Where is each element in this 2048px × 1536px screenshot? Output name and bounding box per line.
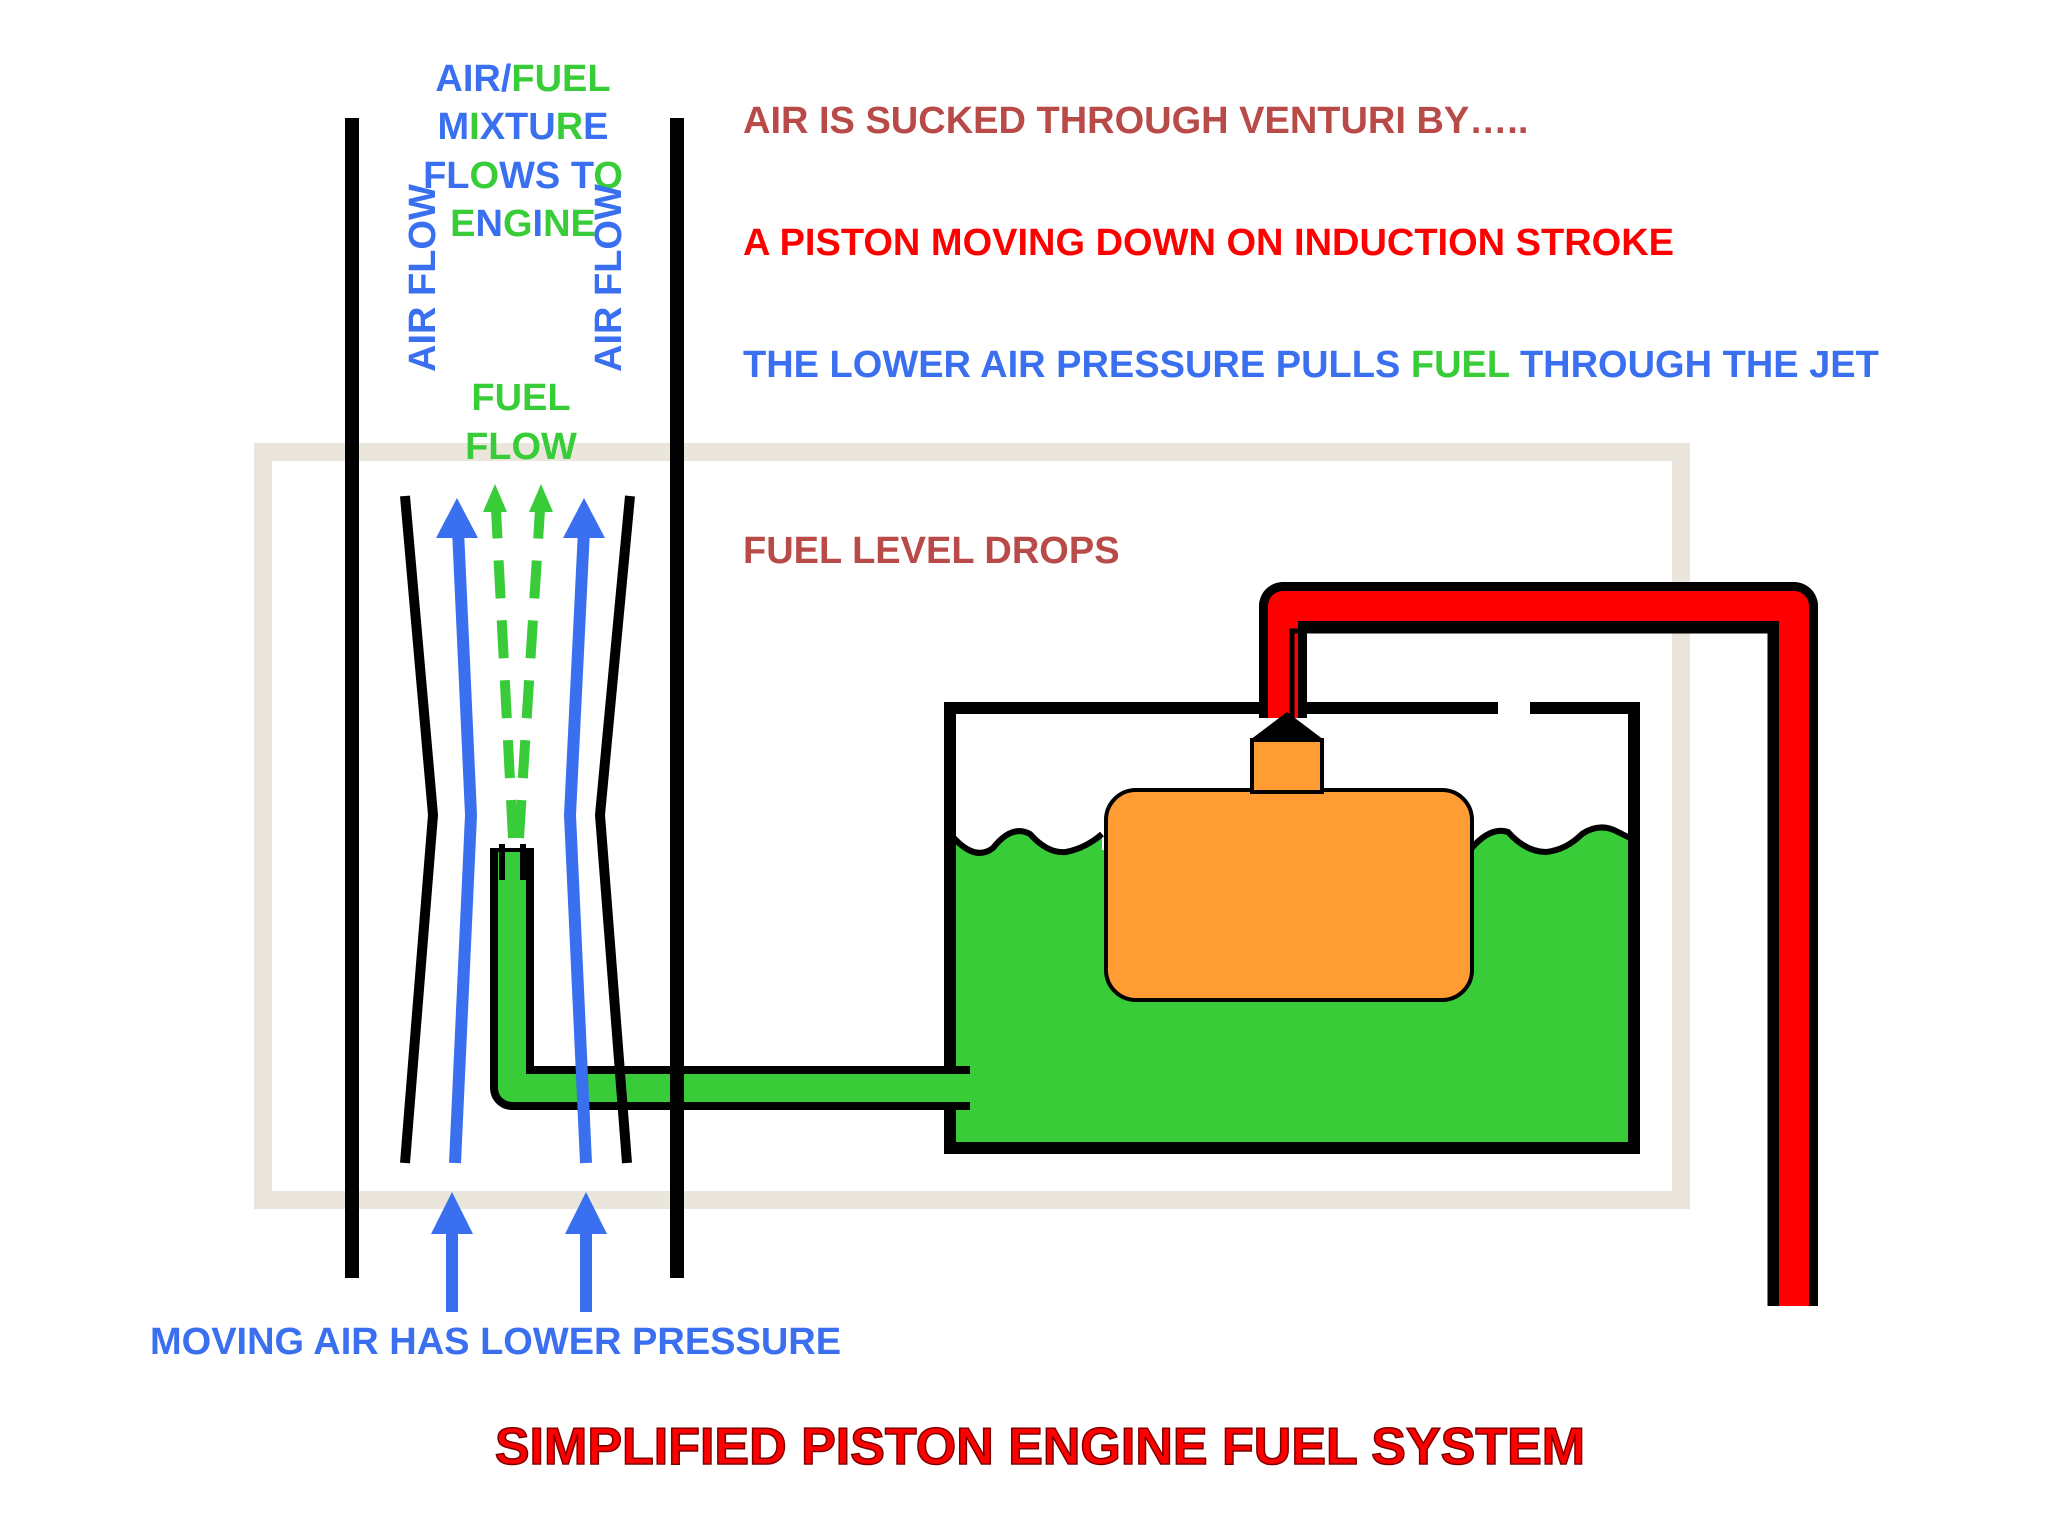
fuel-tank [944, 702, 1640, 1154]
air-flow-arrowhead-right [563, 498, 605, 538]
air-flow-line-left [449, 529, 478, 1164]
air-flow-line-right [563, 529, 592, 1164]
fuel-flow-label-line1: FUEL [471, 377, 570, 419]
air-flow-label-right: AIR FLOW [588, 184, 630, 372]
fuel-flow-arrows [483, 484, 553, 839]
air-flow-arrows [431, 498, 607, 1312]
note-air-sucked: AIR IS SUCKED THROUGH VENTURI BY….. [743, 100, 1528, 142]
background-panel [254, 443, 1690, 1209]
fuel-flow-line-right [514, 509, 545, 839]
mixture-label-line3: FLOWS TO [423, 155, 623, 197]
air-flow-arrowhead-left [436, 498, 478, 538]
venturi-throat-left [400, 495, 439, 1164]
mixture-label-line2: MIXTURE [437, 106, 608, 148]
inlet-arrow-left-head [431, 1192, 473, 1234]
moving-air-label: MOVING AIR HAS LOWER PRESSURE [150, 1321, 841, 1363]
inlet-arrow-right-head [565, 1192, 607, 1234]
fuel-flow-arrowhead-right [529, 484, 553, 512]
float-needle-stem [1250, 738, 1324, 794]
venturi-throat-right [594, 495, 635, 1164]
mixture-label-line4: ENGINE [450, 203, 596, 245]
needle-valve [1250, 712, 1324, 740]
fuel-flow-arrowhead-left [483, 484, 507, 512]
tank-vent-gap [1500, 702, 1530, 714]
mixture-label: AIR/FUEL MIXTURE FLOWS TO ENGINE [423, 58, 623, 245]
fuel-flow-label-line2: FLOW [465, 426, 577, 468]
mixture-label-line1: AIR/FUEL [435, 58, 610, 100]
diagram-title: SIMPLIFIED PISTON ENGINE FUEL SYSTEM [495, 1418, 1585, 1476]
fuel-pipe-fill [498, 852, 975, 1102]
note-fuel-level: FUEL LEVEL DROPS [743, 530, 1120, 572]
note-piston: A PISTON MOVING DOWN ON INDUCTION STROKE [743, 222, 1674, 264]
red-pipe-fill [1268, 591, 1809, 1306]
fuel-flow-line-left [491, 509, 518, 839]
air-flow-label-left: AIR FLOW [402, 184, 444, 372]
red-pipe-inner-edge [1289, 628, 1773, 1306]
note-pressure: THE LOWER AIR PRESSURE PULLS FUEL THROUG… [743, 344, 1879, 386]
float [1104, 788, 1474, 1002]
fuel-surface [949, 824, 1632, 856]
